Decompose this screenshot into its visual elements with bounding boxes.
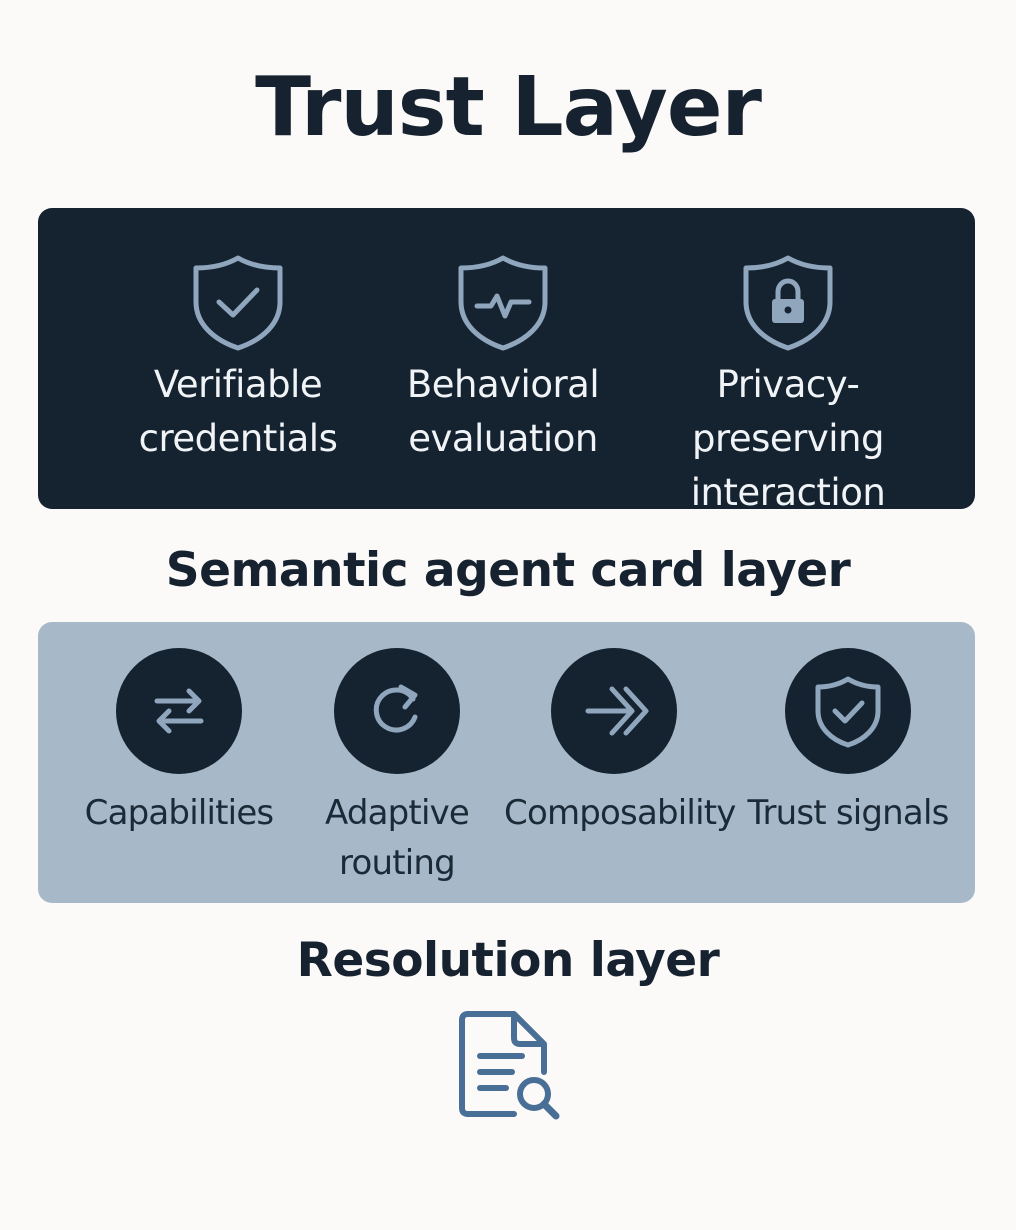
semantic-item-label: Capabilities [84, 793, 275, 833]
semantic-item-composability: Composability [504, 622, 736, 903]
shield-pulse-icon [458, 255, 548, 351]
trust-item-behavioral-evaluation: Behavioral evaluation [363, 208, 643, 509]
semantic-item-label: Trust signals [747, 793, 949, 833]
semantic-item-label: Adaptive routing [324, 793, 470, 883]
page-title: Trust Layer [255, 60, 762, 155]
trust-item-label: Behavioral evaluation [406, 363, 600, 460]
shield-check-icon [815, 676, 881, 748]
trust-item-privacy-preserving: Privacy-preserving interaction [628, 208, 948, 514]
resolution-layer-heading: Resolution layer [296, 933, 720, 988]
semantic-item-capabilities: Capabilities [68, 622, 290, 903]
adaptive-routing-icon-circle [334, 648, 460, 774]
trust-signals-icon-circle [785, 648, 911, 774]
trust-item-verifiable-credentials: Verifiable credentials [98, 208, 378, 509]
semantic-item-adaptive-routing: Adaptive routing [286, 622, 508, 903]
composability-icon-circle [551, 648, 677, 774]
semantic-layer-panel: Capabilities Adaptive routing Composabil… [38, 622, 975, 903]
shield-check-icon [193, 255, 283, 351]
semantic-item-trust-signals: Trust signals [738, 622, 958, 903]
semantic-item-label: Composability [504, 793, 736, 833]
arrows-exchange-icon [154, 688, 204, 734]
chevron-arrows-icon [585, 686, 649, 736]
trust-layer-panel: Verifiable credentials Behavioral evalua… [38, 208, 975, 514]
semantic-layer-heading: Semantic agent card layer [165, 543, 851, 598]
refresh-icon [373, 684, 418, 733]
shield-lock-icon [743, 255, 833, 351]
document-search-icon [459, 1011, 560, 1120]
trust-item-label: Verifiable credentials [138, 363, 338, 460]
capabilities-icon-circle [116, 648, 242, 774]
trust-item-label: Privacy-preserving interaction [690, 363, 886, 514]
